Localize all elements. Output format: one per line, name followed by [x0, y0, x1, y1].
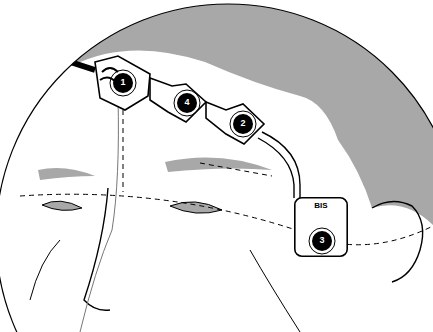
callout-number: 3 — [319, 236, 324, 245]
face-line — [30, 240, 300, 332]
electrode-ring — [309, 228, 335, 254]
sensor-pad — [206, 102, 264, 144]
connector-ridge — [6, 44, 20, 65]
electrode-circle: 4 — [176, 92, 198, 114]
ear — [372, 201, 423, 282]
callout-number: 1 — [120, 78, 125, 87]
sensor-end-pad: BIS 3 — [294, 197, 348, 257]
eye — [170, 202, 222, 213]
hair — [20, 0, 433, 225]
electrode-ring — [174, 90, 200, 116]
eyebrow — [165, 158, 272, 173]
eyebrow — [38, 168, 95, 180]
electrode-disc — [233, 114, 253, 134]
electrode-ring — [230, 111, 256, 137]
sensor-strip — [258, 132, 300, 198]
pad-outline — [295, 198, 347, 256]
frame-circle — [0, 4, 433, 332]
electrode-circle: 3 — [311, 230, 333, 252]
electrode-disc — [113, 73, 133, 93]
electrode-circle: 1 — [112, 72, 134, 94]
sensor-pad — [95, 56, 150, 110]
connector-cable — [0, 42, 62, 74]
sensor-pad — [150, 78, 206, 122]
electrode-circle: 2 — [232, 113, 254, 135]
electrode-disc — [312, 231, 332, 251]
guide-line — [20, 194, 433, 245]
eye — [42, 201, 82, 210]
electrode-disc — [177, 93, 197, 113]
wire — [80, 96, 118, 332]
nose — [84, 188, 110, 310]
brand-label: BIS — [314, 202, 327, 210]
callout-number: 4 — [184, 98, 189, 107]
callout-number: 2 — [240, 119, 245, 128]
electrode-ring — [110, 70, 136, 96]
guide-line — [200, 163, 272, 176]
